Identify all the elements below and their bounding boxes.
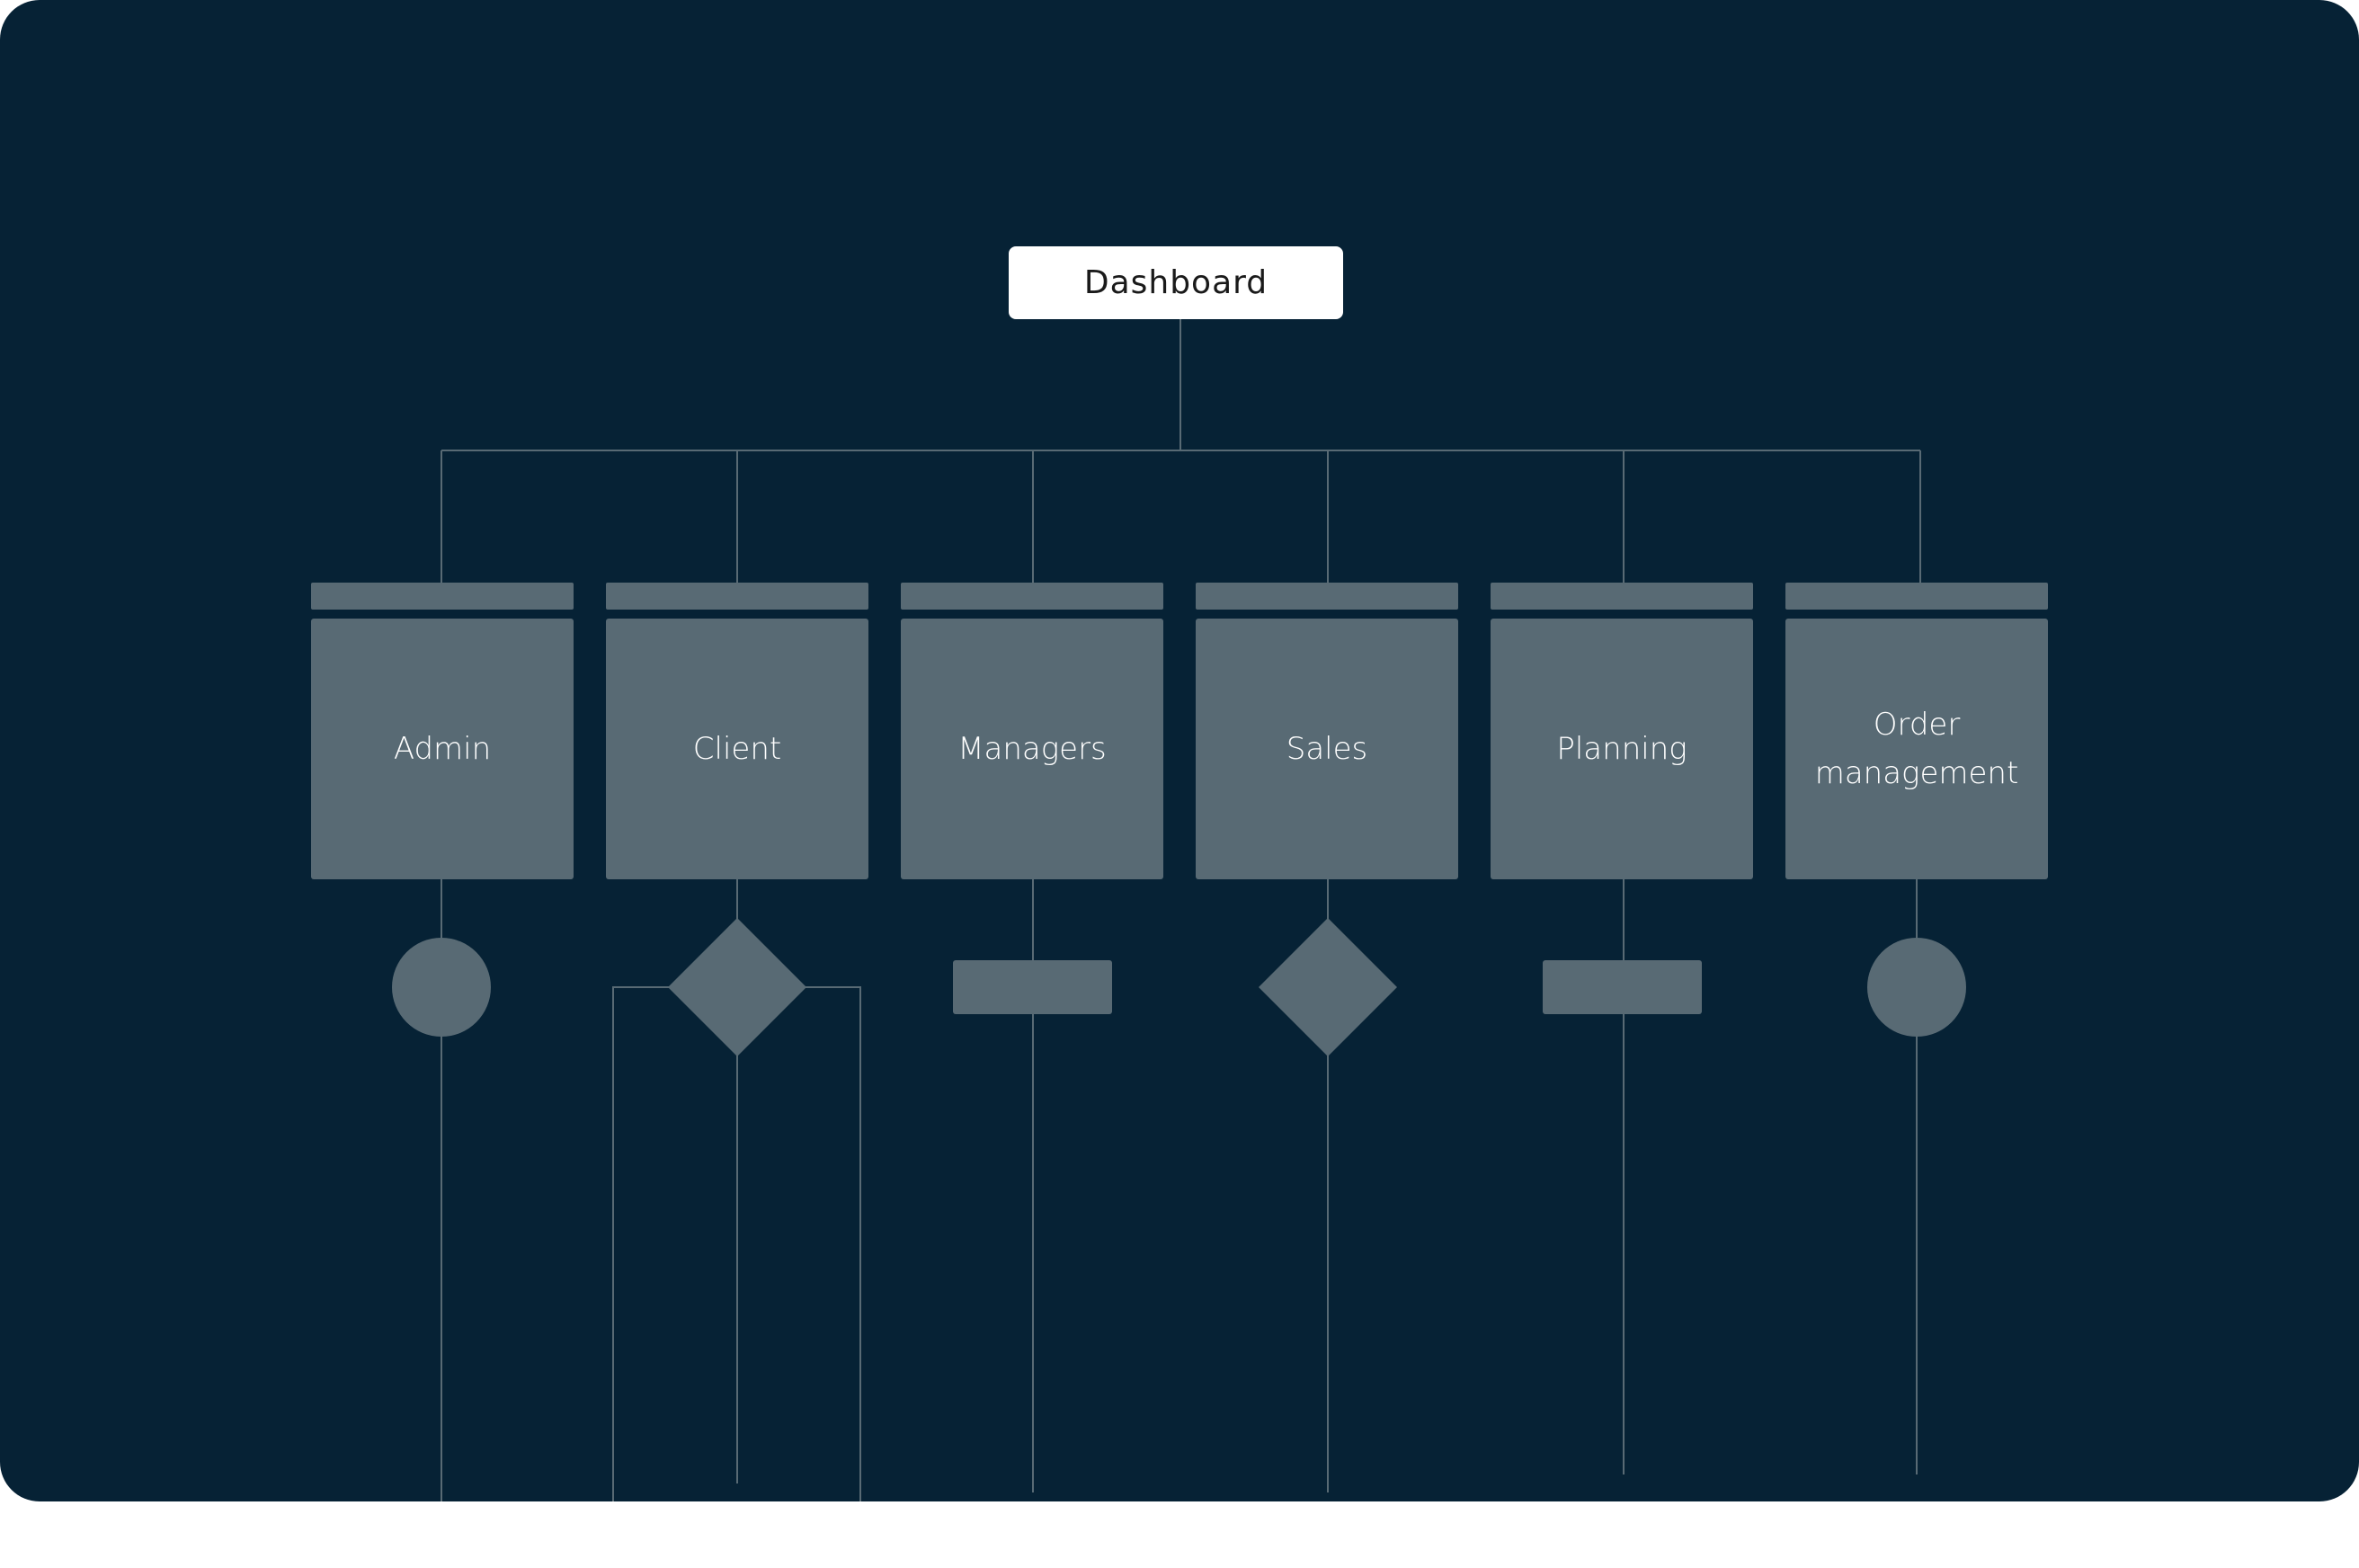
node-label-admin: Admin: [393, 731, 492, 767]
node-managers[interactable]: Managers: [901, 619, 1163, 879]
connector-client-left-branch: [612, 986, 670, 1501]
node-header-client: [606, 583, 868, 610]
node-admin[interactable]: Admin: [311, 619, 574, 879]
node-header-planning: [1491, 583, 1753, 610]
diagram-canvas: Dashboard Admin Client Managers Sales Pl…: [0, 0, 2359, 1501]
client-diamond-shape: [668, 918, 806, 1056]
node-sales[interactable]: Sales: [1196, 619, 1458, 879]
node-label-planning: Planning: [1556, 731, 1687, 767]
managers-rectangle-shape: [953, 960, 1112, 1014]
node-label-order-management: Order management: [1814, 707, 2019, 791]
admin-circle-shape: [392, 938, 491, 1037]
root-node-dashboard[interactable]: Dashboard: [1009, 246, 1343, 319]
node-label-sales: Sales: [1286, 731, 1368, 767]
node-planning[interactable]: Planning: [1491, 619, 1753, 879]
node-client[interactable]: Client: [606, 619, 868, 879]
root-node-label: Dashboard: [1083, 264, 1269, 301]
node-header-order-management: [1785, 583, 2048, 610]
node-header-admin: [311, 583, 574, 610]
node-order-management[interactable]: Order management: [1785, 619, 2048, 879]
connector-lines: [392, 319, 1966, 1501]
sales-diamond-shape: [1259, 918, 1397, 1056]
connector-client-right-branch: [805, 986, 861, 1501]
planning-rectangle-shape: [1543, 960, 1702, 1014]
node-header-managers: [901, 583, 1163, 610]
node-header-sales: [1196, 583, 1458, 610]
node-label-client: Client: [692, 731, 782, 767]
node-label-managers: Managers: [957, 731, 1107, 767]
order-management-circle-shape: [1867, 938, 1966, 1037]
